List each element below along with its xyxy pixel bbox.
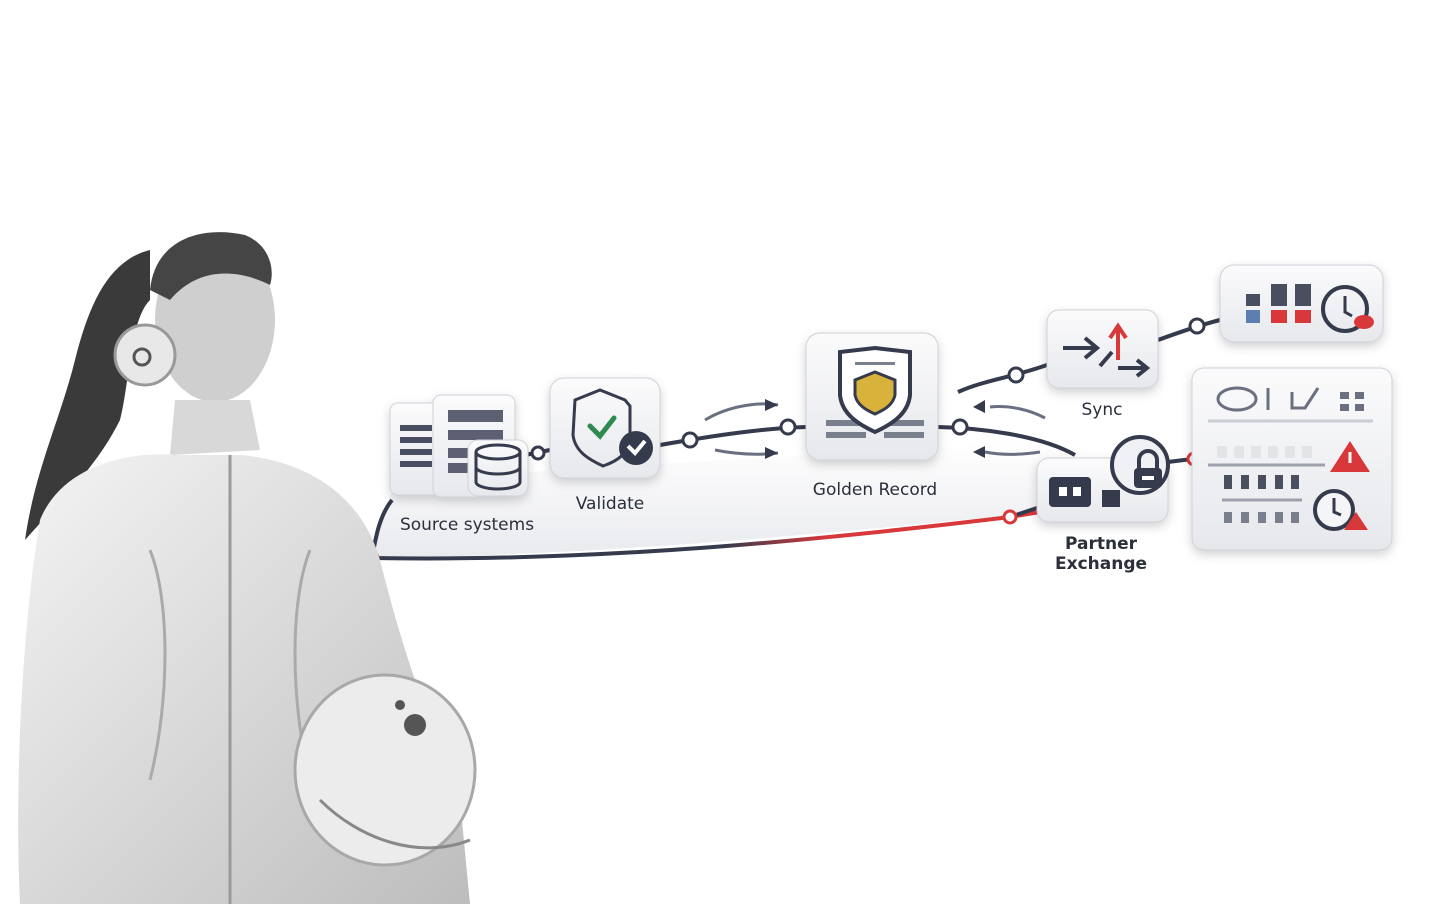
source-systems-label: Source systems bbox=[399, 515, 535, 535]
lock-icon bbox=[1110, 435, 1170, 495]
sync-arrows-icon bbox=[1063, 322, 1151, 378]
dashboard-toolbar bbox=[1208, 386, 1373, 502]
clock-warning-icon bbox=[1313, 489, 1368, 531]
exchange-icon bbox=[1049, 477, 1120, 507]
arrowheads bbox=[765, 399, 985, 459]
database-icon bbox=[474, 443, 522, 491]
clock-alert-icon bbox=[1321, 285, 1374, 333]
grid-icon bbox=[1340, 392, 1364, 411]
refresh-icon bbox=[1216, 386, 1258, 412]
partner-label-line1: Partner bbox=[1064, 534, 1137, 554]
shield-check-icon bbox=[571, 388, 653, 468]
partner-label-line2: Exchange bbox=[1054, 554, 1148, 574]
sync-label: Sync bbox=[1081, 400, 1123, 420]
bar-chart-icon bbox=[1246, 284, 1311, 323]
golden-record-label: Golden Record bbox=[812, 480, 938, 500]
source-systems-node bbox=[389, 394, 529, 498]
woman-astronaut-illustration bbox=[18, 232, 477, 904]
partner-exchange-label: Partner Exchange bbox=[1055, 534, 1147, 574]
golden-shield-icon bbox=[826, 345, 924, 438]
status-bars bbox=[1217, 446, 1312, 523]
checkbox-icon bbox=[1290, 387, 1320, 410]
validate-label: Validate bbox=[575, 494, 645, 514]
warning-icon bbox=[1330, 441, 1370, 472]
